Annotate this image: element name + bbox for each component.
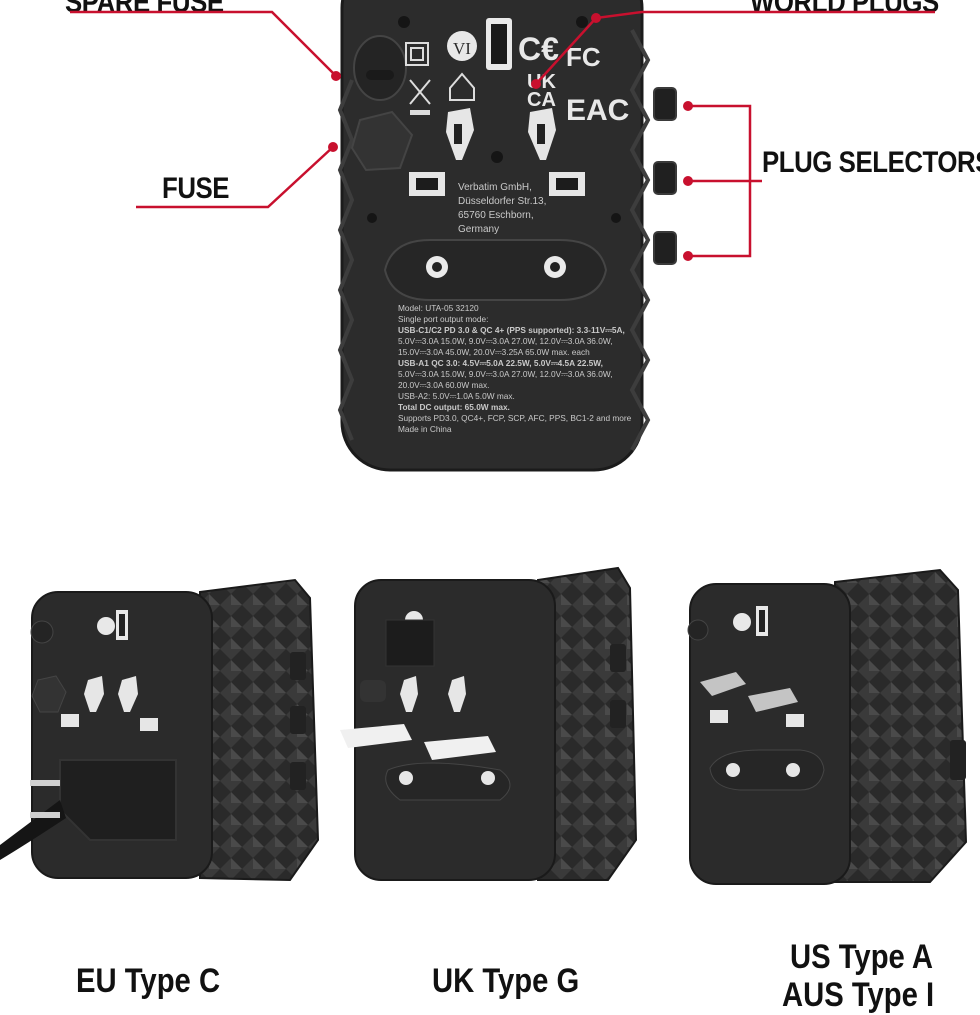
callout-leader-lines <box>70 10 935 258</box>
adapter-uk <box>340 566 638 881</box>
company-line-1: Verbatim GmbH, <box>458 182 532 193</box>
adapter-us-aus <box>687 568 968 885</box>
spec-line-10: Total DC output: 65.0W max. <box>398 402 510 412</box>
spec-line-5: 15.0V⎓3.0A 45.0W, 20.0V⎓3.25A 65.0W max.… <box>398 347 590 357</box>
main-adapter: VI C€ FC UK CA EAC Verbatim GmbH, Düssel… <box>337 0 677 472</box>
ukca-mark-bottom: CA <box>527 89 556 111</box>
spec-line-4: 5.0V⎓3.0A 15.0W, 9.0V⎓3.0A 27.0W, 12.0V⎓… <box>398 336 613 346</box>
callout-world-plugs: WORLD PLUGS <box>750 0 939 19</box>
caption-us: US Type A <box>790 938 933 976</box>
company-line-2: Düsseldorfer Str.13, <box>458 196 546 207</box>
spec-line-7: 5.0V⎓3.0A 15.0W, 9.0V⎓3.0A 27.0W, 12.0V⎓… <box>398 369 613 379</box>
spec-line-3: USB-C1/C2 PD 3.0 & QC 4+ (PPS supported)… <box>398 325 625 335</box>
spec-line-9: USB-A2: 5.0V⎓1.0A 5.0W max. <box>398 391 515 401</box>
company-line-4: Germany <box>458 224 499 235</box>
spec-line-12: Made in China <box>398 424 452 434</box>
callout-fuse: FUSE <box>162 172 230 205</box>
spec-line-11: Supports PD3.0, QC4+, FCP, SCP, AFC, PPS… <box>398 413 632 423</box>
caption-eu: EU Type C <box>76 962 221 1000</box>
spec-line-6: USB-A1 QC 3.0: 4.5V⎓5.0A 22.5W, 5.0V⎓4.5… <box>398 358 603 368</box>
spec-line-1: Model: UTA-05 32120 <box>398 303 479 313</box>
callout-spare-fuse: SPARE FUSE <box>65 0 224 19</box>
company-line-3: 65760 Eschborn, <box>458 210 534 221</box>
fc-mark: FC <box>566 42 601 72</box>
caption-uk: UK Type G <box>432 962 580 1000</box>
ce-mark: C€ <box>518 31 559 67</box>
callout-plug-selectors: PLUG SELECTORS <box>762 146 980 179</box>
caption-aus: AUS Type I <box>782 976 935 1014</box>
adapter-eu <box>0 578 320 882</box>
spec-line-8: 20.0V⎓3.0A 60.0W max. <box>398 380 489 390</box>
vi-mark: VI <box>453 39 471 58</box>
eac-mark: EAC <box>566 94 629 127</box>
spec-line-2: Single port output mode: <box>398 314 488 324</box>
